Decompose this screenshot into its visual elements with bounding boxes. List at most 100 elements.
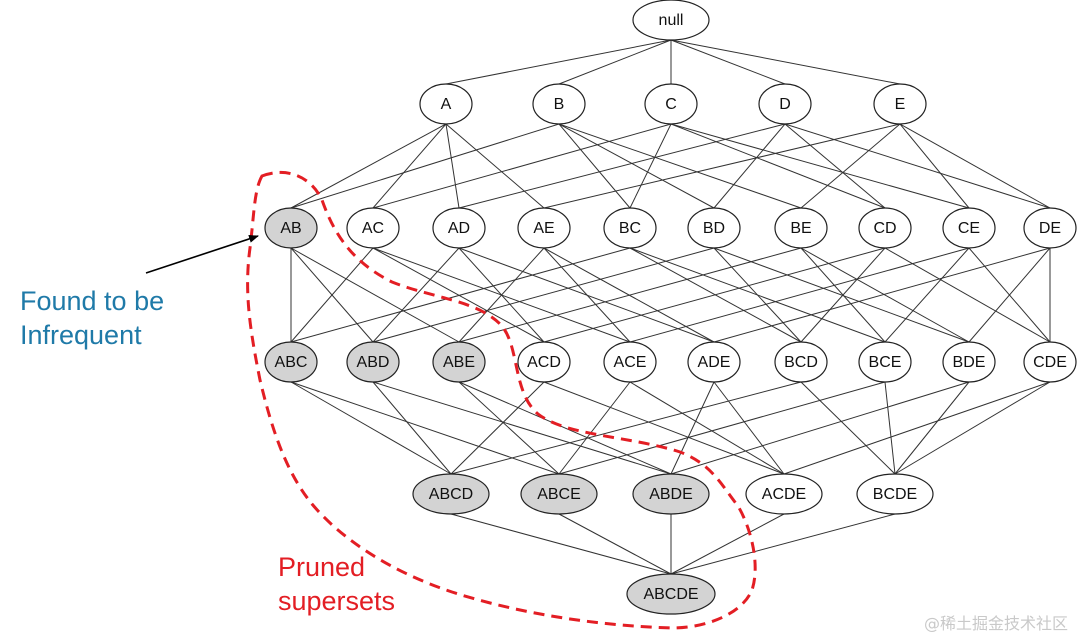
node-bcde: BCDE — [856, 473, 934, 515]
edge-ABD-ABDE — [372, 381, 672, 475]
edge-ACE-ACDE — [629, 381, 785, 475]
node-ellipse — [632, 0, 710, 41]
edge-AC-ACD — [372, 247, 545, 343]
edge-CE-ACE — [629, 247, 970, 343]
node-ellipse — [412, 473, 490, 515]
node-bd: BD — [687, 207, 741, 249]
node-d: D — [758, 83, 812, 125]
pruned-supersets-boundary — [246, 170, 757, 630]
node-abe: ABE — [432, 341, 486, 383]
node-ellipse — [626, 573, 716, 615]
edge-D-AD — [458, 123, 786, 209]
node-b: B — [532, 83, 586, 125]
edge-CD-BCD — [800, 247, 886, 343]
node-null: null — [632, 0, 710, 41]
edge-BDE-BCDE — [894, 381, 970, 475]
node-label: ACE — [614, 354, 647, 371]
node-label: AE — [533, 220, 554, 237]
node-abce: ABCE — [520, 473, 598, 515]
pruned-supersets-line2: supersets — [278, 586, 396, 616]
edge-B-AB — [290, 123, 560, 209]
node-abcd: ABCD — [412, 473, 490, 515]
edge-BCD-BCDE — [800, 381, 896, 475]
edge-null-B — [558, 39, 672, 85]
node-label: AB — [280, 220, 301, 237]
edge-BD-BDE — [713, 247, 970, 343]
node-ellipse — [774, 341, 828, 383]
node-ellipse — [517, 341, 571, 383]
edge-CDE-ACDE — [783, 381, 1051, 475]
node-label: ABD — [357, 354, 390, 371]
node-be: BE — [774, 207, 828, 249]
node-ellipse — [264, 207, 318, 249]
node-label: A — [441, 96, 452, 113]
node-label: BC — [619, 220, 641, 237]
edge-C-CE — [670, 123, 970, 209]
edge-CD-CDE — [884, 247, 1051, 343]
edge-BE-ABE — [458, 247, 802, 343]
node-ellipse — [346, 207, 400, 249]
edge-BC-ABC — [290, 247, 631, 343]
node-label: null — [659, 12, 684, 29]
node-abd: ABD — [346, 341, 400, 383]
found-infrequent-line1: Found to be — [20, 286, 165, 316]
edge-BCE-BCDE — [884, 381, 896, 475]
node-label: B — [554, 96, 565, 113]
node-label: CDE — [1033, 354, 1067, 371]
edge-BCE-ABCE — [558, 381, 886, 475]
node-acde: ACDE — [745, 473, 823, 515]
edge-null-D — [670, 39, 786, 85]
edge-B-BC — [558, 123, 631, 209]
node-ade: ADE — [687, 341, 741, 383]
node-label: BE — [790, 220, 811, 237]
infrequent-pointer-arrow — [145, 235, 259, 274]
node-e: E — [873, 83, 927, 125]
node-label: ABCDE — [643, 586, 698, 603]
edge-E-BE — [800, 123, 901, 209]
node-ce: CE — [942, 207, 996, 249]
node-ellipse — [432, 207, 486, 249]
node-ellipse — [264, 341, 318, 383]
edge-ABD-ABCD — [372, 381, 452, 475]
edge-D-DE — [784, 123, 1051, 209]
edge-BDE-ABDE — [670, 381, 970, 475]
node-label: ABCD — [429, 486, 473, 503]
pruned-supersets-label: Pruned supersets — [278, 550, 395, 618]
node-label: E — [895, 96, 906, 113]
edge-AE-ACE — [543, 247, 631, 343]
node-ellipse — [858, 207, 912, 249]
node-label: BCDE — [873, 486, 917, 503]
edge-ADE-ABDE — [670, 381, 715, 475]
node-ellipse — [1023, 341, 1077, 383]
node-label: ACD — [527, 354, 561, 371]
edge-DE-ADE — [713, 247, 1051, 343]
node-ellipse — [774, 207, 828, 249]
edge-B-BE — [558, 123, 802, 209]
node-abc: ABC — [264, 341, 318, 383]
node-cde: CDE — [1023, 341, 1077, 383]
node-label: ABC — [275, 354, 308, 371]
edge-A-AC — [372, 123, 447, 209]
node-ellipse — [745, 473, 823, 515]
node-label: CD — [873, 220, 896, 237]
node-label: CE — [958, 220, 980, 237]
edge-E-AE — [543, 123, 901, 209]
edge-CD-ACD — [543, 247, 886, 343]
edge-E-DE — [899, 123, 1051, 209]
edge-ABC-ABCE — [290, 381, 560, 475]
node-label: ACDE — [762, 486, 806, 503]
node-c: C — [644, 83, 698, 125]
edge-D-CD — [784, 123, 886, 209]
edge-D-BD — [713, 123, 786, 209]
node-ellipse — [346, 341, 400, 383]
node-ellipse — [520, 473, 598, 515]
pruned-supersets-line1: Pruned — [278, 552, 366, 582]
node-ac: AC — [346, 207, 400, 249]
node-bcd: BCD — [774, 341, 828, 383]
node-ellipse — [432, 341, 486, 383]
node-ellipse — [517, 207, 571, 249]
node-bc: BC — [603, 207, 657, 249]
edge-CDE-BCDE — [894, 381, 1051, 475]
